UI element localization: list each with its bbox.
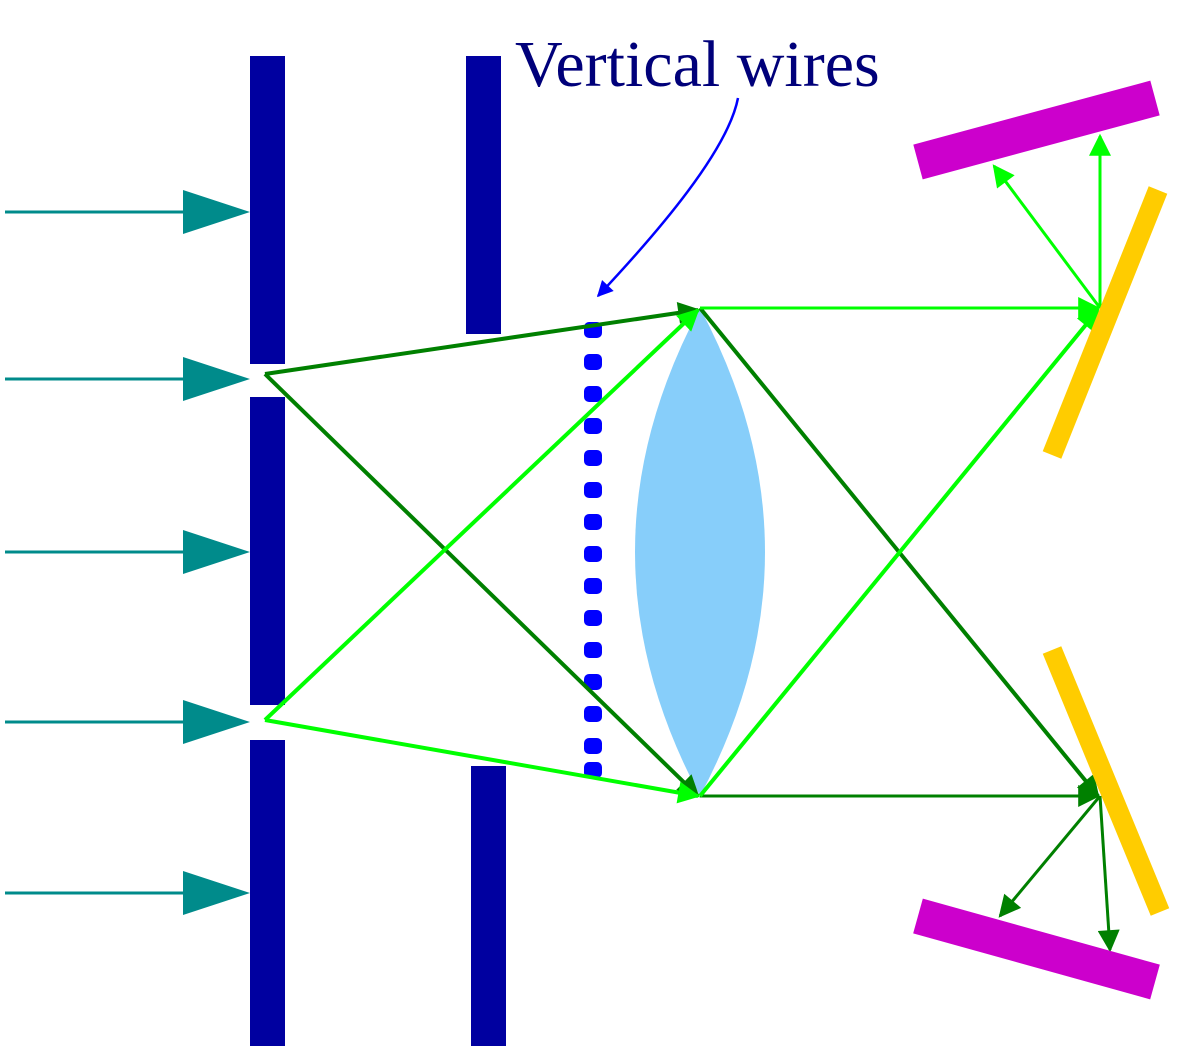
incoming-beam-arrows — [5, 190, 250, 915]
vertical-wire-grid — [584, 322, 602, 778]
incoming-arrow — [5, 530, 250, 574]
second-aperture-plate — [466, 56, 506, 1046]
slit-plate-segment — [250, 397, 285, 705]
aperture-plate-segment — [466, 56, 501, 334]
incoming-arrow — [5, 871, 250, 915]
incoming-arrow — [5, 190, 250, 234]
label-pointer-arrow — [596, 97, 740, 298]
light-ray-paths — [263, 133, 1111, 804]
slit-plate-segment — [250, 740, 285, 1046]
mirrors — [913, 80, 1170, 1000]
lower-mirror — [913, 898, 1160, 1000]
incoming-arrow — [5, 357, 250, 401]
first-slit-plate — [250, 56, 285, 1046]
slit-plate-segment — [250, 56, 285, 364]
lower-beam-splitter — [1042, 646, 1170, 916]
vertical-wires-label: Vertical wires — [515, 28, 880, 101]
lens — [635, 308, 765, 796]
upper-mirror — [913, 80, 1160, 180]
upper-beam-splitter — [1042, 186, 1168, 459]
aperture-plate-segment — [471, 766, 506, 1046]
incoming-arrow — [5, 700, 250, 744]
